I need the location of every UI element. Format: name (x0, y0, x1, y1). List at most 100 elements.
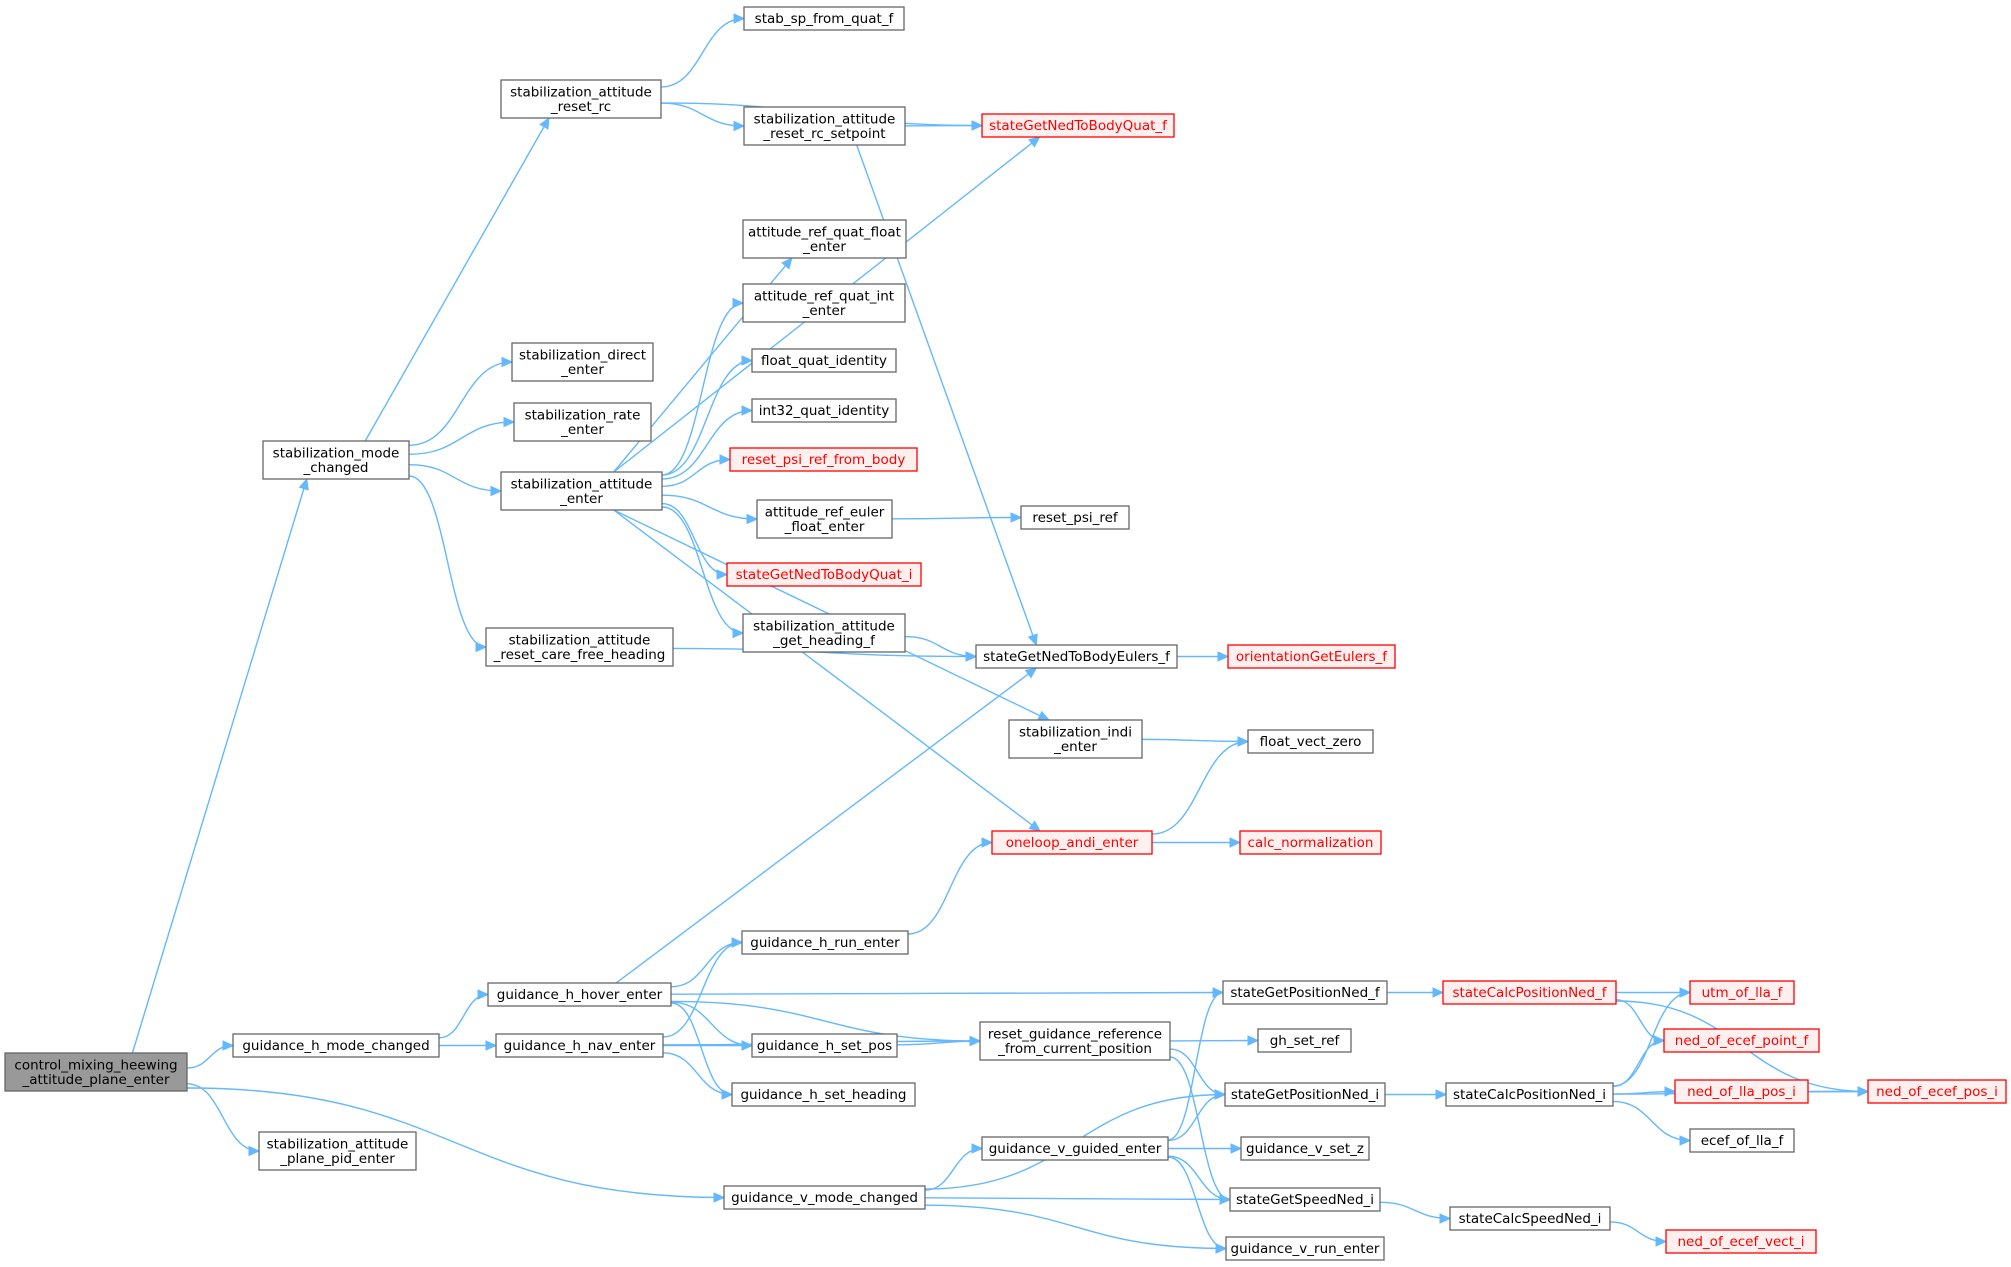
node-label: stateGetPositionNed_f (1230, 985, 1381, 1001)
edge-guidance-h-hover-enter-to-state-get-position-ned-f (670, 987, 1225, 998)
node-box (975, 644, 1178, 669)
node-state-calc-position-ned-i[interactable]: stateCalcPositionNed_i (1445, 1082, 1614, 1107)
node-label: stateCalcSpeedNed_i (1459, 1211, 1602, 1227)
edge-state-get-ned-to-body-eulers-f-to-orientation-get-eulers-f (1177, 651, 1230, 662)
edge-guidance-h-mode-changed-to-guidance-h-nav-enter (439, 1040, 498, 1051)
edge-line (907, 841, 993, 935)
node-state-get-speed-ned-i[interactable]: stateGetSpeedNed_i (1229, 1187, 1381, 1212)
node-label: stabilization_attitude (511, 476, 653, 492)
node-stabilization-attitude-enter[interactable]: stabilization_attitude_enter (500, 471, 663, 511)
edge-guidance-h-hover-enter-to-guidance-h-set-heading (670, 1002, 734, 1100)
node-guidance-v-mode-changed[interactable]: guidance_v_mode_changed (723, 1185, 926, 1210)
edge-line (408, 361, 513, 446)
node-ned-of-ecef-vect-i[interactable]: ned_of_ecef_vect_i (1665, 1229, 1817, 1254)
node-label: _reset_rc (550, 99, 611, 115)
node-reset-psi-ref[interactable]: reset_psi_ref (1020, 505, 1130, 530)
node-box (1674, 1079, 1809, 1104)
node-state-get-ned-to-body-quat-f[interactable]: stateGetNedToBodyQuat_f (981, 113, 1175, 138)
edge-guidance-v-guided-enter-to-state-get-position-ned-i (1167, 1089, 1227, 1142)
node-stabilization-attitude-plane-pid-enter[interactable]: stabilization_attitude_plane_pid_enter (258, 1131, 417, 1171)
node-reset-guidance-reference[interactable]: reset_guidance_reference_from_current_po… (979, 1021, 1171, 1061)
node-attitude-ref-quat-float-enter[interactable]: attitude_ref_quat_float_enter (742, 219, 907, 259)
edge-guidance-v-mode-changed-to-guidance-v-run-enter (924, 1204, 1228, 1254)
node-label: _plane_pid_enter (279, 1151, 395, 1167)
node-state-calc-speed-ned-i[interactable]: stateCalcSpeedNed_i (1449, 1206, 1611, 1231)
node-ned-of-ecef-point-f[interactable]: ned_of_ecef_point_f (1663, 1028, 1820, 1053)
edge-stabilization-attitude-enter-to-attitude-ref-quat-int-enter (661, 297, 745, 476)
node-stabilization-attitude-reset-care-free-heading[interactable]: stabilization_attitude_reset_care_free_h… (485, 627, 674, 667)
node-label: ned_of_ecef_vect_i (1678, 1234, 1805, 1250)
edge-stabilization-attitude-get-heading-f-to-state-get-ned-to-body-eulers-f (904, 635, 978, 662)
edge-line (661, 506, 744, 634)
node-guidance-v-set-z[interactable]: guidance_v_set_z (1240, 1136, 1370, 1161)
node-guidance-h-set-heading[interactable]: guidance_h_set_heading (731, 1082, 916, 1107)
node-stabilization-rate-enter[interactable]: stabilization_rate_enter (513, 402, 652, 442)
node-guidance-h-set-pos[interactable]: guidance_h_set_pos (751, 1033, 898, 1058)
node-label: stabilization_attitude (753, 618, 895, 634)
node-label: stabilization_attitude (510, 84, 652, 100)
arrowhead-icon (1217, 651, 1230, 662)
node-label: stateGetPositionNed_i (1231, 1087, 1379, 1103)
node-guidance-h-mode-changed[interactable]: guidance_h_mode_changed (232, 1033, 440, 1058)
node-box (232, 1033, 440, 1058)
node-attitude-ref-euler-float-enter[interactable]: attitude_ref_euler_float_enter (756, 499, 893, 539)
node-stabilization-attitude-reset-rc-setpoint[interactable]: stabilization_attitude_reset_rc_setpoint (743, 106, 906, 146)
arrowhead-icon (1219, 1194, 1232, 1205)
node-reset-psi-ref-from-body[interactable]: reset_psi_ref_from_body (729, 447, 918, 472)
node-label: ned_of_lla_pos_i (1687, 1084, 1796, 1100)
edge-stabilization-attitude-reset-rc-to-stab-sp-from-quat-f (660, 13, 746, 88)
node-stabilization-mode-changed[interactable]: stabilization_mode_changed (262, 440, 410, 480)
node-guidance-v-run-enter[interactable]: guidance_v_run_enter (1225, 1236, 1385, 1261)
node-oneloop-andi-enter[interactable]: oneloop_andi_enter (991, 830, 1153, 855)
arrowhead-icon (971, 120, 984, 131)
node-int32-quat-identity[interactable]: int32_quat_identity (751, 398, 897, 423)
node-ned-of-ecef-pos-i[interactable]: ned_of_ecef_pos_i (1867, 1079, 2007, 1104)
node-stabilization-attitude-reset-rc[interactable]: stabilization_attitude_reset_rc (500, 79, 662, 119)
node-box (1689, 980, 1795, 1005)
edge-line (670, 1002, 733, 1096)
edge-line (660, 102, 745, 127)
node-stab-sp-from-quat-f[interactable]: stab_sp_from_quat_f (743, 6, 905, 31)
node-state-get-position-ned-i[interactable]: stateGetPositionNed_i (1224, 1082, 1386, 1107)
node-gh-set-ref[interactable]: gh_set_ref (1257, 1028, 1352, 1053)
node-state-get-ned-to-body-eulers-f[interactable]: stateGetNedToBodyEulers_f (975, 644, 1178, 669)
node-guidance-h-run-enter[interactable]: guidance_h_run_enter (741, 930, 909, 955)
node-label: orientationGetEulers_f (1236, 649, 1388, 665)
node-float-vect-zero[interactable]: float_vect_zero (1247, 729, 1374, 754)
node-guidance-v-guided-enter[interactable]: guidance_v_guided_enter (981, 1136, 1169, 1161)
node-box (1247, 729, 1374, 754)
arrowhead-icon (1212, 987, 1225, 998)
node-label: stabilization_indi (1019, 724, 1132, 740)
node-box (1008, 719, 1143, 759)
node-state-get-position-ned-f[interactable]: stateGetPositionNed_f (1222, 980, 1388, 1005)
edge-control-mixing-to-guidance-v-mode-changed (186, 1087, 726, 1203)
node-guidance-h-nav-enter[interactable]: guidance_h_nav_enter (495, 1033, 664, 1058)
node-stabilization-indi-enter[interactable]: stabilization_indi_enter (1008, 719, 1143, 759)
arrowhead-icon (1432, 987, 1445, 998)
edge-line (662, 941, 743, 1038)
node-guidance-h-hover-enter[interactable]: guidance_h_hover_enter (487, 982, 672, 1007)
node-float-quat-identity[interactable]: float_quat_identity (751, 348, 897, 373)
node-utm-of-lla-f[interactable]: utm_of_lla_f (1689, 980, 1795, 1005)
node-calc-normalization[interactable]: calc_normalization (1239, 830, 1382, 855)
node-ned-of-lla-pos-i[interactable]: ned_of_lla_pos_i (1674, 1079, 1809, 1104)
node-state-calc-position-ned-f[interactable]: stateCalcPositionNed_f (1442, 980, 1617, 1005)
edge-stabilization-mode-changed-to-stabilization-attitude-reset-rc (364, 116, 550, 442)
node-stabilization-attitude-get-heading-f[interactable]: stabilization_attitude_get_heading_f (742, 613, 906, 653)
node-label: reset_psi_ref_from_body (742, 452, 906, 468)
node-box (495, 1033, 664, 1058)
edge-guidance-v-mode-changed-to-guidance-v-guided-enter (924, 1143, 984, 1191)
node-label: _enter (802, 239, 846, 255)
node-box (1227, 644, 1396, 669)
edge-stabilization-attitude-reset-rc-to-stabilization-attitude-reset-rc-setpoint (660, 102, 746, 132)
node-ecef-of-lla-f[interactable]: ecef_of_lla_f (1689, 1128, 1795, 1153)
node-label: attitude_ref_euler (765, 504, 885, 520)
node-label: gh_set_ref (1270, 1033, 1341, 1049)
node-orientation-get-eulers-f[interactable]: orientationGetEulers_f (1227, 644, 1396, 669)
node-stabilization-direct-enter[interactable]: stabilization_direct_enter (511, 342, 654, 382)
node-control-mixing[interactable]: control_mixing_heewing_attitude_plane_en… (4, 1052, 188, 1092)
edge-guidance-h-mode-changed-to-guidance-h-hover-enter (438, 989, 490, 1039)
arrowhead-icon (1857, 1086, 1870, 1097)
node-attitude-ref-quat-int-enter[interactable]: attitude_ref_quat_int_enter (742, 283, 906, 323)
node-state-get-ned-to-body-quat-i[interactable]: stateGetNedToBodyQuat_i (726, 562, 922, 587)
